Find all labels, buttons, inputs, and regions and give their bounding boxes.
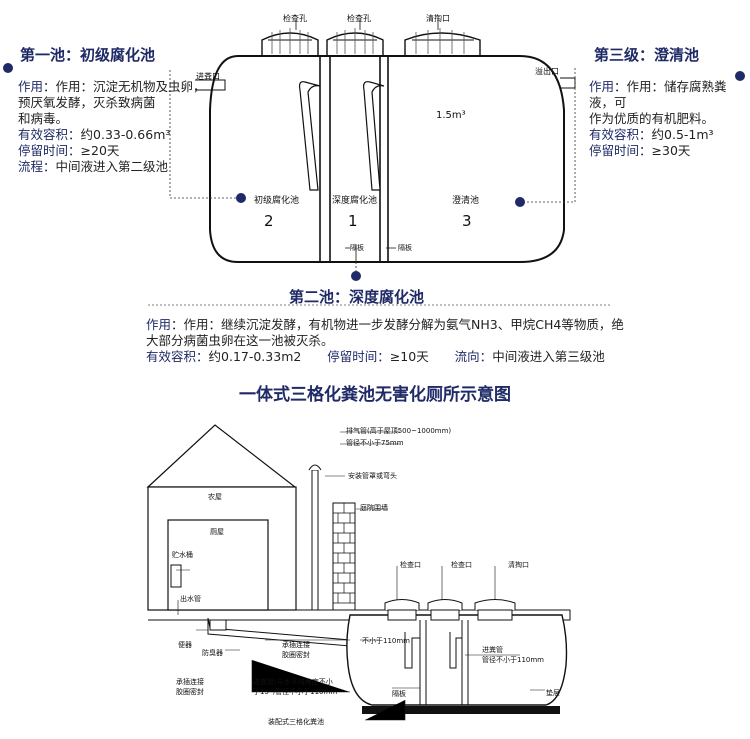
underground-pipe [207,617,351,647]
label-inspect-hole-2: 检查孔 [347,14,371,23]
toilet-room [167,519,269,611]
label-chamber-2: 深度腐化池 [332,196,378,206]
label-toilet-bowl: 便器 [178,641,192,649]
pool3-marker-dot [735,71,745,81]
chamber-1-number: 2 [264,212,274,230]
top-dome-1 [261,28,319,55]
top-dome-2 [326,28,384,55]
top-inlet-pipe [195,79,226,91]
water-tank [170,564,182,588]
label-inlet-pipe: 进粪管 [482,646,503,654]
pool1-marker-dot [3,63,13,73]
label-cushion: 垫层 [546,689,560,697]
label-inspect-hole-1: 检查孔 [283,14,307,23]
pool3-title: 第三级：澄清池 [594,46,700,64]
house-roof [146,424,297,488]
bottom-dome-2 [427,599,463,621]
label-outlet-pipe: 出水管 [180,595,201,603]
chamber-3-number: 3 [462,212,472,230]
exhaust-pipe [311,469,319,611]
cushion-slab [362,706,560,714]
label-rubber-seal-1: 胶圈密封 [282,651,310,659]
top-partition-left [319,55,331,262]
label-partition-1: 隔板 [350,244,364,252]
top-overflow-pipe [560,77,576,89]
label-toilet-room: 厕屋 [210,528,224,536]
pool2-title: 第二池：深度腐化池 [289,288,425,306]
bottom-dome-1 [384,599,420,621]
pool1-tank-dot [236,193,246,203]
label-odor-trap: 防臭器 [202,649,223,657]
label-cleanout-port-bottom: 清掏口 [508,561,529,569]
bottom-dome-3 [474,599,516,621]
label-inlet-angle-2: 于15°)管径不小于110mm [253,688,338,696]
label-min-110: 不小于110mm [362,637,410,645]
brick-wall [332,502,356,611]
label-partition-2: 隔板 [398,244,412,252]
label-water-tank: 贮水桶 [172,551,193,559]
pool2-marker-dot [351,271,361,281]
label-cleanout-port: 清掏口 [426,14,450,23]
label-inspect-port-2: 检查口 [451,561,472,569]
top-tank-outline [209,55,565,263]
label-exhaust-diameter: 管径不小于75mm [346,439,404,447]
pool1-description: 作用：作用：沉淀无机物及虫卵， 预厌氧发酵，灭杀致病菌 和病毒。 有效容积：约0… [18,79,206,174]
main-title: 一体式三格化粪池无害化厕所示意图 [239,385,511,405]
label-inlet-pipe-diameter: 管径不小于110mm [482,656,544,664]
pool1-title: 第一池：初级腐化池 [20,46,156,64]
bottom-tank-outline [346,614,568,706]
label-overflow: 溢出口 [535,67,559,76]
label-rubber-seal-2: 胶圈密封 [176,688,204,696]
top-dome-3 [404,28,481,55]
chamber-2-number: 1 [348,212,358,230]
label-chamber-1: 初级腐化池 [254,196,300,206]
label-assembled-tank: 装配式三格化粪池 [268,718,324,726]
top-transfer-pipe-2 [363,81,385,191]
pool3-leader [520,68,576,203]
label-pipe-cap: 安装管罩或弯头 [348,472,397,480]
label-socket-joint-1: 承插连接 [282,641,310,649]
label-courtyard-wall: 庭院围墙 [360,504,388,512]
label-inspect-port-1: 检查口 [400,561,421,569]
label-exhaust-pipe: 排气管(高于屋顶500~1000mm) [346,427,452,435]
label-farmhouse: 农屋 [208,493,222,501]
pool2-description: 作用：作用：继续沉淀发酵，有机物进一步发酵分解为氨气NH3、甲烷CH4等物质，绝… [146,317,624,364]
label-volume: 1.5m³ [436,110,466,121]
top-partition-right [379,55,389,262]
pool3-tank-dot [515,197,525,207]
label-inlet: 进粪口 [196,72,220,81]
label-inlet-angle-1: 进粪管(与水平线角度不小 [253,678,333,686]
pool3-description: 作用：作用：储存腐熟粪液，可 作为优质的有机肥料。 有效容积：约0.5-1m³ … [589,79,727,158]
top-transfer-pipe-1 [298,81,321,191]
label-partition-bottom: 隔板 [392,690,406,698]
pool1-leader [169,70,240,199]
label-socket-joint-2: 承插连接 [176,678,204,686]
label-chamber-3: 澄清池 [452,196,480,206]
